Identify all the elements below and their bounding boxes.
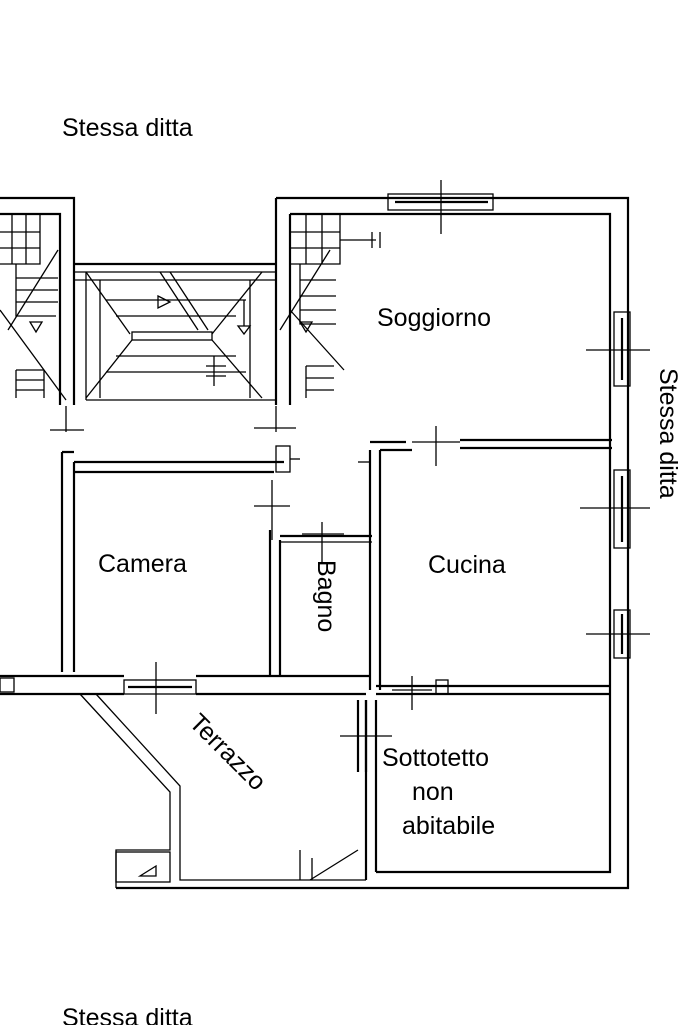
- stair-right: [254, 213, 381, 432]
- neighbor-label-bottom: Stessa ditta: [62, 1004, 193, 1025]
- neighbor-label-top: Stessa ditta: [62, 114, 193, 142]
- outer-walls: [0, 196, 630, 890]
- room-label-bagno: Bagno: [312, 560, 340, 632]
- terrazzo-outline: [79, 693, 366, 888]
- room-label-camera: Camera: [98, 550, 187, 578]
- neighbor-label-right: Stessa ditta: [654, 368, 682, 499]
- room-label-terrazzo: Terrazzo: [184, 708, 272, 796]
- room-label-sottotetto-line1: Sottotetto: [382, 744, 489, 772]
- stair-center: [74, 262, 276, 401]
- room-label-soggiorno: Soggiorno: [377, 304, 491, 332]
- windows-right: [580, 311, 650, 659]
- room-label-sottotetto-line3: abitabile: [402, 812, 495, 840]
- stair-left: [0, 213, 84, 432]
- room-label-sottotetto-line2: non: [412, 778, 454, 806]
- interior-walls: [0, 426, 612, 880]
- window-top: [387, 180, 494, 234]
- room-label-cucina: Cucina: [428, 551, 506, 579]
